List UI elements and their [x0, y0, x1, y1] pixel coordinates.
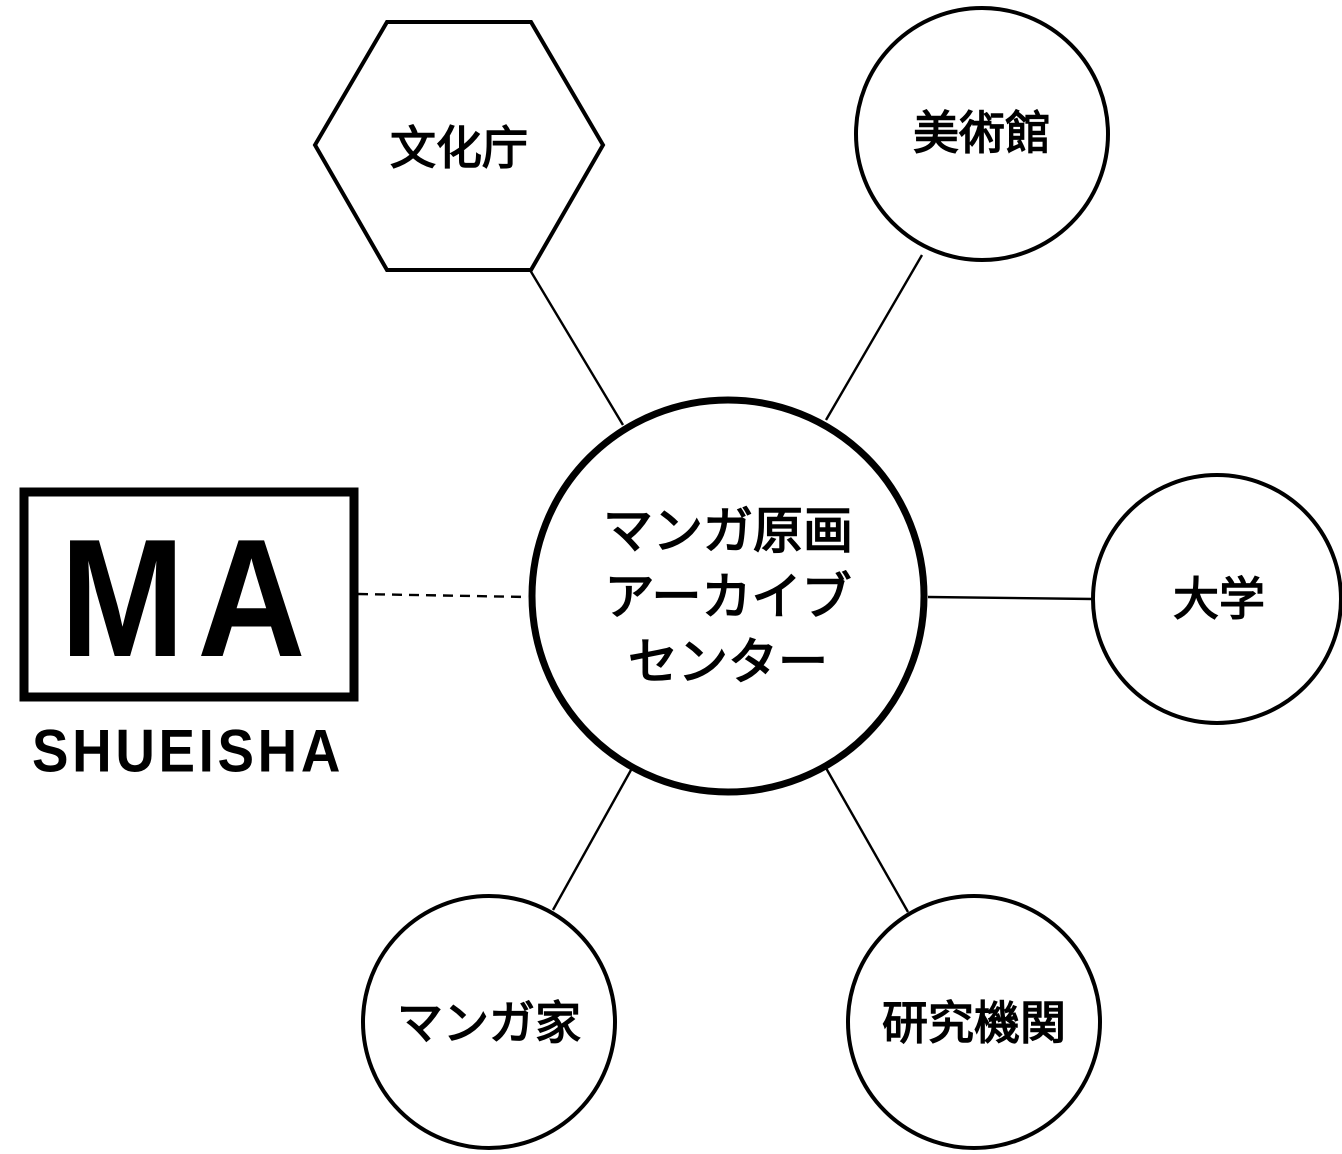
node-label-artist: マンガ家	[397, 996, 581, 1050]
node-label-research: 研究機関	[882, 996, 1066, 1050]
hub-label-line-3: センター	[628, 633, 828, 691]
node-label-university: 大学	[1173, 572, 1265, 626]
circle-shape	[361, 894, 617, 1150]
hub-node: マンガ原画 アーカイブ センター	[528, 396, 928, 796]
node-artist: マンガ家	[361, 894, 617, 1150]
logo-frame	[19, 487, 359, 702]
connector-artist	[551, 769, 633, 911]
hub-label-line-2: アーカイブ	[605, 568, 852, 626]
circle-shape	[854, 6, 1110, 262]
logo-wordmark: SHUEISHA	[32, 718, 344, 785]
node-bunkacho: 文化庁	[312, 20, 606, 272]
node-label-bunkacho: 文化庁	[390, 121, 528, 175]
node-museum: 美術館	[854, 6, 1110, 262]
node-university: 大学	[1091, 473, 1342, 725]
hub-circle	[528, 396, 928, 796]
logo-mark: MA	[60, 504, 318, 692]
connector-shueisha	[357, 592, 529, 599]
connectors	[357, 254, 1094, 913]
node-label-museum: 美術館	[913, 106, 1051, 160]
shueisha-ma-logo: MA SHUEISHA	[19, 487, 359, 785]
connector-museum	[824, 254, 924, 421]
circle-shape	[846, 894, 1102, 1150]
hexagon-shape	[312, 20, 606, 272]
hub-label-line-1: マンガ原画	[603, 502, 853, 560]
node-research: 研究機関	[846, 894, 1102, 1150]
connector-bunkacho	[528, 269, 625, 426]
connector-university	[927, 595, 1094, 601]
connector-research	[824, 767, 910, 913]
circle-shape	[1091, 473, 1342, 725]
